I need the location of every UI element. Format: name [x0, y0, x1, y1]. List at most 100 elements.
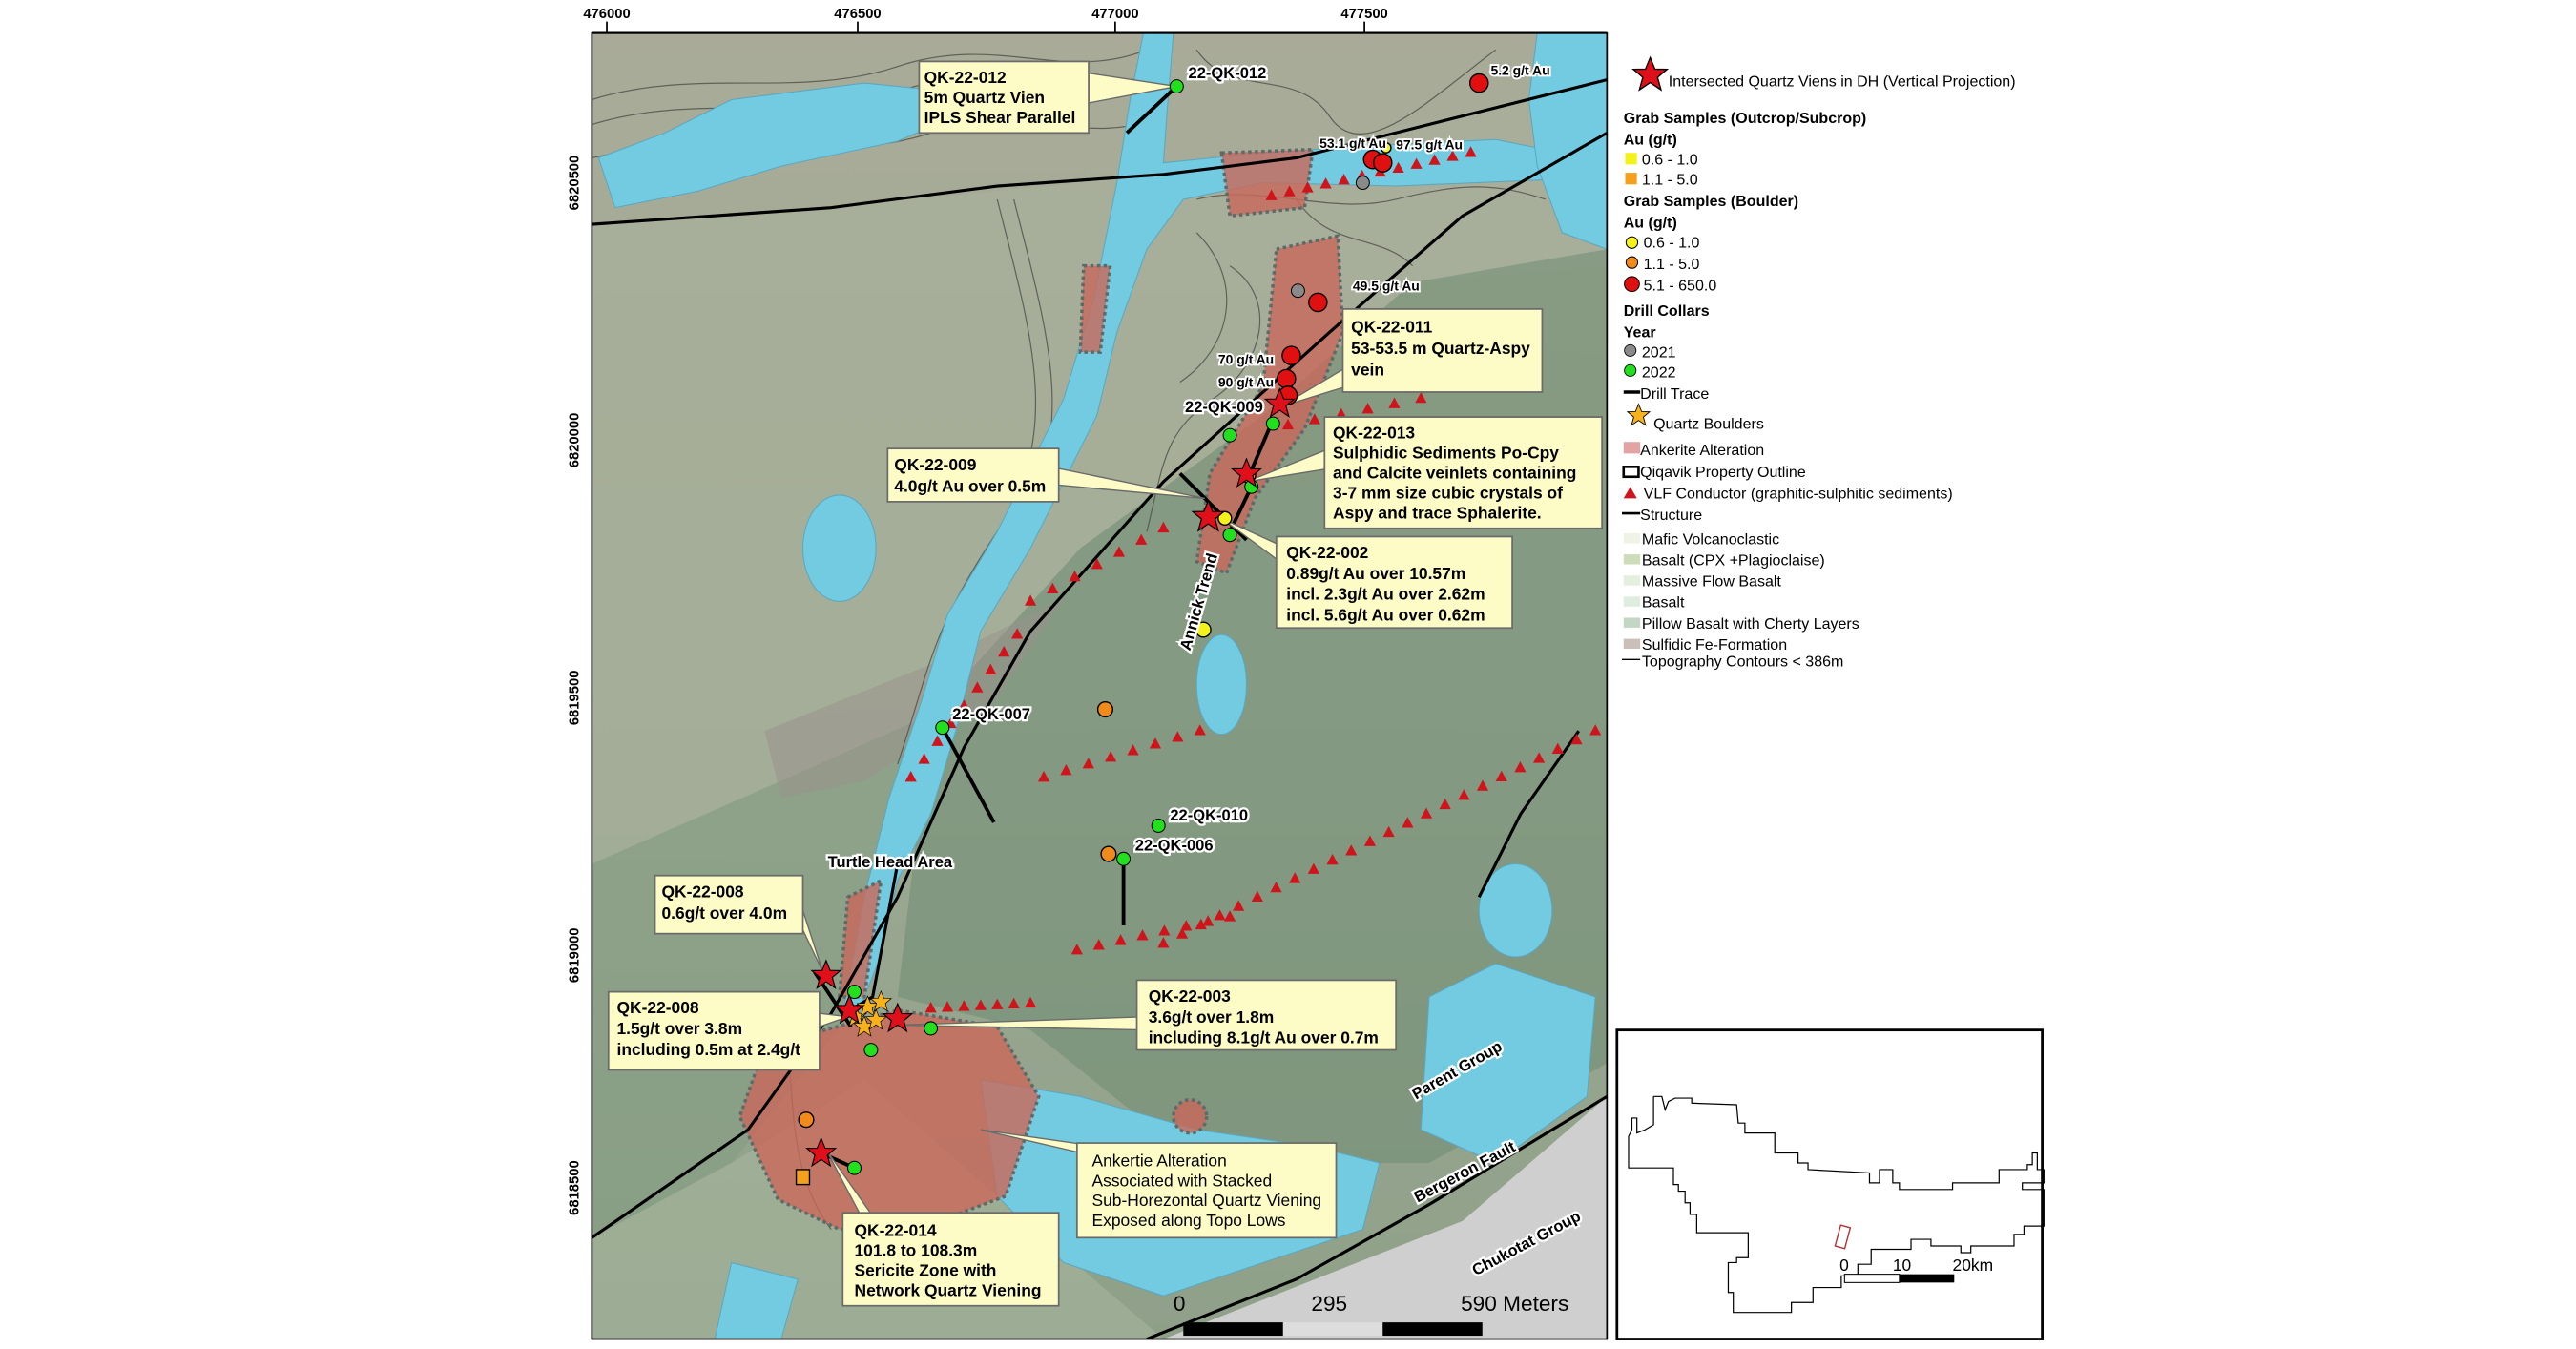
vlf-triangle	[1589, 724, 1602, 736]
assay-label: 5.2 g/t Au	[1490, 62, 1549, 77]
drill-collars	[847, 79, 1370, 1175]
lake	[1478, 862, 1553, 958]
vlf-triangle	[1136, 929, 1149, 941]
legend-heading: Grab Samples (Boulder)	[1624, 193, 1798, 210]
grab-sample-low	[1380, 142, 1392, 154]
unit-swatch	[1623, 638, 1641, 650]
vlf-triangle	[1127, 744, 1139, 756]
x-axis: 476000 476500 477000 477500	[583, 7, 1608, 35]
vlf-triangle	[958, 699, 970, 711]
vlf-triangle	[1157, 937, 1170, 948]
sulfidic-fe-formation	[764, 597, 1064, 798]
vlf-triangle	[1251, 890, 1263, 903]
legend-heading: Au (g/t)	[1624, 132, 1677, 149]
vlf-triangle	[1011, 628, 1024, 639]
vlf-triangle	[1180, 920, 1193, 931]
vlf-triangle	[1345, 844, 1358, 856]
legend-item: 1.1 - 5.0	[1644, 256, 1700, 273]
legend-intersected: Intersected Quartz Viens in DH (Vertical…	[1669, 73, 2016, 91]
legend-item: Topography Contours < 386m	[1642, 653, 1843, 670]
legend-item: Quartz Boulders	[1653, 415, 1764, 432]
assay-label: 49.5 g/t Au	[1353, 279, 1420, 294]
vlf-triangle	[1091, 558, 1103, 570]
vlf-triangle	[1420, 807, 1433, 819]
legend-item: 0.6 - 1.0	[1644, 234, 1700, 251]
inset-map: 0 10 20km	[1615, 1028, 2045, 1340]
y-tick-label: 6820000	[567, 413, 582, 468]
vlf-triangle	[1392, 161, 1404, 174]
vlf-triangle	[1008, 997, 1020, 1009]
inset-scale-label: 20km	[1953, 1256, 1994, 1275]
vlf-triangle	[1476, 779, 1489, 791]
y-axis: 6820500 6820000 6819500 6819000 6818500	[567, 156, 582, 1215]
turtle-head-label: Turtle Head Area	[828, 853, 953, 871]
vlf-triangle	[1335, 407, 1347, 420]
vlf-triangle	[1265, 189, 1278, 200]
vlf-triangle	[1495, 770, 1507, 782]
vlf-triangle	[1060, 764, 1072, 776]
vlf-triangle	[1301, 181, 1314, 193]
vlf-triangle	[1402, 817, 1414, 828]
yellow-square-icon	[1625, 153, 1637, 165]
unit-swatch	[1623, 532, 1641, 544]
vlf-triangle	[1024, 996, 1037, 1008]
legend-item: 0.6 - 1.0	[1642, 151, 1698, 168]
vlf-triangle	[941, 1001, 954, 1012]
vlf-triangle	[1388, 397, 1401, 408]
unit-swatch	[1623, 554, 1641, 565]
vlf-triangle	[1112, 546, 1126, 557]
map-canvas[interactable]: 22-QK-012 22-QK-009 22-QK-007 22-QK-010 …	[592, 32, 1608, 1339]
inset-scale-label: 0	[1839, 1256, 1849, 1275]
y-tick-label: 6820500	[567, 156, 582, 211]
grab-sample-high	[1308, 292, 1328, 313]
legend-item: VLF Conductor (graphitic-sulphitic sedim…	[1644, 485, 1953, 502]
vlf-triangle	[1514, 761, 1527, 773]
vlf-triangle	[985, 663, 997, 674]
vlf-triangle	[1283, 185, 1296, 197]
legend-item: Basalt (CPX +Plagioclaise)	[1642, 551, 1825, 569]
vlf-triangle	[998, 645, 1010, 657]
y-tick-label: 6818500	[567, 1160, 582, 1215]
vlf-triangle	[1307, 862, 1319, 874]
legend: Intersected Quartz Viens in DH (Vertical…	[1622, 56, 2016, 670]
drill-hole-label: 22-QK-006	[1135, 837, 1214, 855]
lake	[1420, 963, 1596, 1164]
map-extent-indicator	[1834, 1224, 1852, 1250]
vlf-triangle	[1382, 825, 1395, 838]
legend-item: Basalt	[1642, 594, 1685, 612]
vlf-triangle	[1326, 853, 1339, 865]
unit-swatch	[1623, 596, 1641, 607]
legend-item: Massive Flow Basalt	[1642, 573, 1782, 591]
vlf-triangle	[1070, 944, 1083, 955]
inset-scale-label: 10	[1893, 1256, 1911, 1275]
vlf-triangle	[1458, 789, 1470, 800]
vlf-triangle	[918, 753, 930, 764]
vlf-triangle	[974, 999, 987, 1010]
assay-label: 97.5 g/t Au	[1396, 137, 1463, 153]
vlf-triangle	[1270, 881, 1282, 893]
vlf-triangle	[1082, 758, 1094, 769]
orange-star-icon	[1627, 403, 1651, 426]
legend-item: 2022	[1642, 363, 1676, 381]
x-tick-label: 477500	[1340, 7, 1387, 22]
vlf-triangle	[1319, 177, 1332, 189]
bergeron-fault	[1146, 1094, 1608, 1339]
vlf-triangle	[1194, 724, 1206, 736]
yellow-circle-icon	[1625, 236, 1639, 249]
vlf-triangle	[1570, 733, 1583, 745]
legend-heading: Au (g/t)	[1624, 215, 1677, 232]
vlf-triangle	[991, 998, 1004, 1009]
x-tick-label: 476500	[834, 7, 881, 22]
grab-sample-low	[1195, 621, 1212, 638]
vlf-triangle	[1037, 771, 1050, 782]
